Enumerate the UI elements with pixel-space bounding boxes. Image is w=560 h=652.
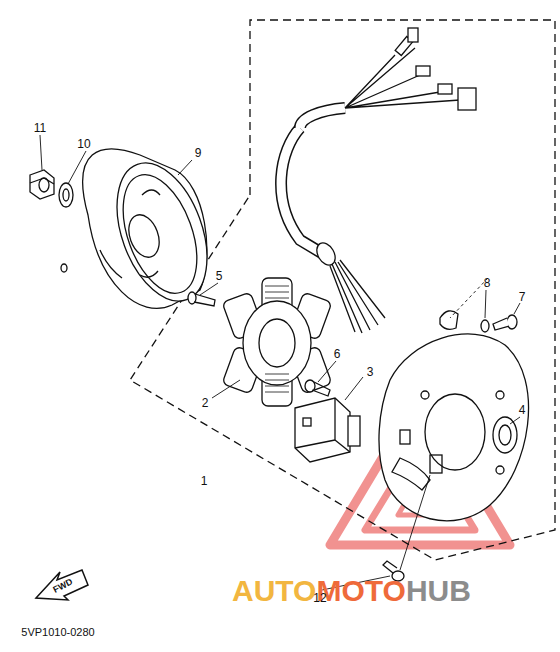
watermark-text: HUB — [406, 576, 471, 606]
callout-number: 10 — [77, 138, 90, 150]
leader-line — [40, 135, 520, 590]
oil-seal — [493, 417, 517, 453]
callout-number: 11 — [34, 122, 46, 134]
flywheel-rotor — [61, 149, 224, 313]
wire-harness — [281, 28, 476, 333]
wire-clamp — [440, 311, 517, 332]
callout-number: 5 — [216, 270, 223, 282]
callout-number: 7 — [519, 291, 526, 303]
base-plate — [379, 334, 529, 521]
screw — [305, 380, 330, 396]
callout-number: 1 — [201, 475, 208, 487]
callout-number: 9 — [195, 147, 202, 159]
coil-windings — [265, 286, 289, 392]
callout-number: 3 — [367, 366, 374, 378]
watermark-text: MOTO — [316, 576, 405, 606]
callout-number: 4 — [519, 404, 526, 416]
callout-number: 6 — [334, 348, 341, 360]
forward-arrow — [36, 570, 88, 600]
watermark-text: AUTO — [232, 576, 316, 606]
callout-number: 8 — [484, 277, 491, 289]
callout-number: 12 — [313, 592, 326, 604]
washer — [59, 183, 73, 207]
drawing-code: 5VP1010-0280 — [21, 627, 94, 638]
stator-coil — [222, 278, 332, 406]
watermark: AUTOMOTOHUB — [232, 576, 471, 606]
nut — [30, 170, 54, 199]
callout-number: 2 — [202, 397, 209, 409]
pickup-coil — [295, 398, 360, 462]
